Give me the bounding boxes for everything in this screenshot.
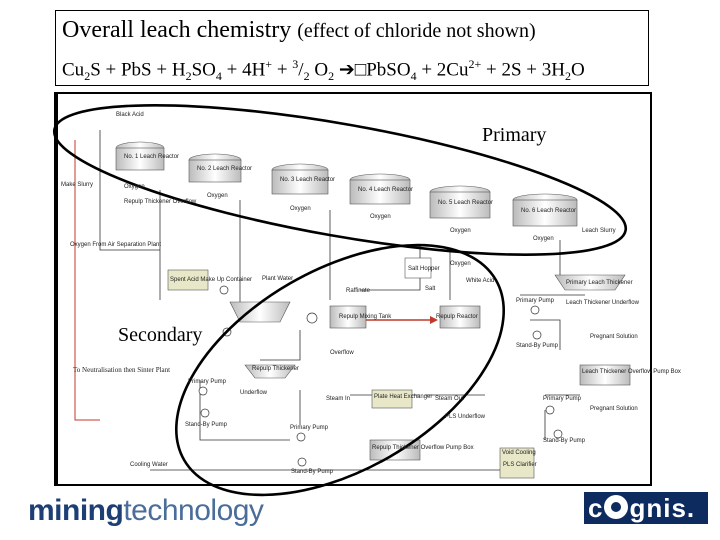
repulp-thickener-label: Repulp Thickener — [252, 366, 299, 372]
plate-heat-exchanger — [371, 389, 413, 409]
cognis-o-mark — [604, 495, 629, 520]
cooling-water-label: Cooling Water — [130, 462, 168, 468]
steam-out-label: Steam Out — [435, 396, 464, 402]
reactor-5: No. 5 Leach Reactor — [429, 185, 493, 219]
repulp-thickener — [244, 364, 296, 379]
oxygen-label-6: Oxygen — [533, 236, 554, 242]
pls-underflow-label: PLS Underflow — [445, 414, 486, 420]
pump-icon — [545, 405, 555, 415]
reactor-3: No. 3 Leach Reactor — [271, 163, 335, 195]
underflow-label: Underflow — [240, 390, 268, 396]
primary-pump-label-4: Primary Pump — [290, 425, 329, 431]
pump-icon — [532, 330, 542, 340]
white-acid-label: White Acid — [466, 278, 494, 284]
oxygen-air-label: Oxygen From Air Separation Plant — [70, 242, 161, 248]
oxygen-label-3: Oxygen — [290, 206, 311, 212]
reactor-1: No. 1 Leach Reactor — [115, 141, 179, 171]
repulp-mixing-tank — [329, 305, 367, 329]
oxygen-label-2: Oxygen — [207, 193, 228, 199]
pump-icon — [530, 305, 540, 315]
spent-acid-label: Spent Acid Make Up Container — [170, 277, 252, 283]
pregnant-solution-label-1: Pregnant Solution — [590, 334, 638, 340]
pls-clarifier — [499, 447, 535, 479]
primary-label: Primary — [482, 124, 546, 146]
leach-overflow-box-label: Leach Thickener Overflow Pump Box — [582, 369, 681, 375]
repulp-reactor — [439, 305, 481, 329]
title: Overall leach chemistry (effect of chlor… — [62, 17, 536, 44]
steam-in-label: Steam In — [326, 396, 350, 402]
oxygen-label-1: Oxygen — [124, 184, 145, 190]
title-box: Overall leach chemistry (effect of chlor… — [55, 10, 649, 86]
spent-acid-container — [167, 269, 209, 291]
raffinate-label: Raffinate — [346, 288, 371, 294]
leach-overflow-pump-box — [579, 364, 631, 386]
title-main: Overall leach chemistry — [62, 17, 292, 43]
salt-hopper-label: Salt Hopper — [408, 266, 440, 272]
repulp-mixing-tank-label: Repulp Mixing Tank — [339, 314, 392, 320]
heat-exchanger-label: Plate Heat Exchanger — [374, 394, 432, 400]
oxygen-label-5: Oxygen — [450, 228, 471, 234]
primary-pump-label-2: Primary Pump — [188, 379, 227, 385]
equipment — [167, 257, 631, 479]
overflow-label: Overflow — [330, 350, 354, 356]
reactor-4: No. 4 Leach Reactor — [349, 173, 413, 205]
flowsheet-labels: Black Acid Make Slurry Oxygen Oxygen Oxy… — [61, 112, 681, 475]
make-slurry-label: Make Slurry — [61, 182, 93, 188]
reactor-5-label: No. 5 Leach Reactor — [438, 200, 493, 206]
primary-pump-label-3: Primary Pump — [543, 396, 582, 402]
leach-slurry-label: Leach Slurry — [582, 228, 616, 234]
pump-icon — [219, 285, 229, 295]
pump-icon — [306, 312, 318, 324]
plant-water-label: Plant Water — [262, 276, 293, 282]
oxygen-label-4: Oxygen — [370, 214, 391, 220]
reactor-2-label: No. 2 Leach Reactor — [197, 166, 252, 172]
primary-pump-label: Primary Pump — [516, 298, 555, 304]
standby-pump-label-1: Stand-By Pump — [516, 343, 559, 349]
reactor-2: No. 2 Leach Reactor — [188, 153, 252, 183]
void-cooling-label: Void Cooling — [502, 450, 536, 456]
reactor-3-label: No. 3 Leach Reactor — [280, 177, 335, 183]
pls-clarifier-label: PLS Clarifier — [503, 462, 537, 468]
standby-pump-label-4: Stand-By Pump — [291, 469, 334, 475]
repulp-reactor-label: Repulp Reactor — [436, 314, 478, 320]
secondary-label: Secondary — [118, 324, 202, 346]
reactor-1-label: No. 1 Leach Reactor — [124, 154, 179, 160]
pump-icon — [553, 429, 563, 439]
standby-pump-label-3: Stand-By Pump — [543, 438, 586, 444]
repulp-thickener-left — [229, 301, 291, 323]
primary-leach-thickener — [554, 274, 626, 291]
reactor-4-label: No. 4 Leach Reactor — [358, 187, 413, 193]
salt-hopper — [404, 257, 432, 279]
pump-icon — [297, 457, 307, 467]
reaction-equation: Cu2S + PbS + H2SO4 + 4H+ + 3/2 O2 ➔□PbSO… — [62, 57, 585, 84]
primary-thickener-label: Primary Leach Thickener — [566, 280, 633, 286]
pump-icon — [296, 432, 306, 442]
oxygen-label-7: Oxygen — [450, 261, 471, 267]
black-acid-label: Black Acid — [116, 112, 144, 118]
repulp-overflow-label: Repulp Thickener Overflow — [124, 199, 197, 205]
to-neutralisation-label: To Neutralisation then Sinter Plant — [73, 366, 170, 374]
leach-underflow-label: Leach Thickener Underflow — [566, 300, 640, 306]
title-sub: (effect of chloride not shown) — [297, 20, 536, 42]
salt-label: Salt — [425, 286, 436, 292]
primary-region-outline — [52, 104, 628, 256]
mining-technology-logo: miningtechnology — [28, 494, 264, 527]
standby-pump-label-2: Stand-By Pump — [185, 422, 228, 428]
reactor-6-label: No. 6 Leach Reactor — [521, 208, 576, 214]
pump-icon — [200, 408, 210, 418]
secondary-region-outline — [174, 243, 506, 497]
pregnant-solution-label-2: Pregnant Solution — [590, 406, 638, 412]
repulp-overflow-box-label: Repulp Thickener Overflow Pump Box — [372, 445, 474, 451]
pumps — [198, 285, 563, 467]
pump-icon — [198, 386, 208, 396]
reactor-6: No. 6 Leach Reactor — [512, 193, 578, 227]
leach-reactors: No. 1 Leach Reactor No. 2 Leach Reactor … — [115, 141, 578, 227]
